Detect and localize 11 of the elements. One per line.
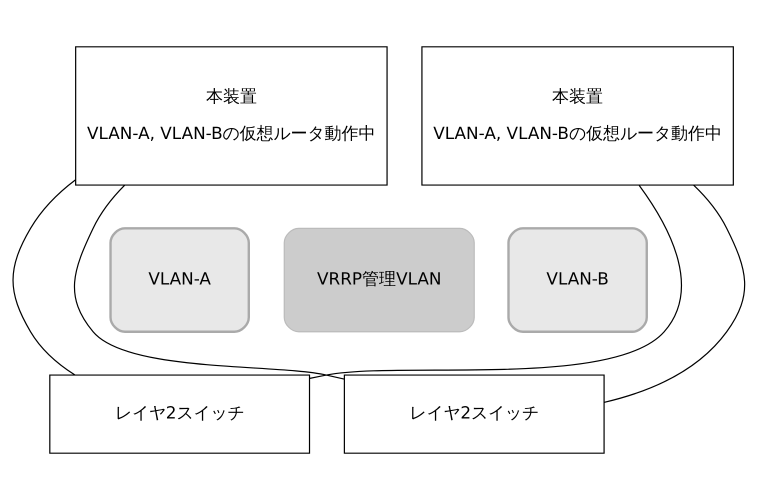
connector: [74, 184, 344, 380]
node-box: 本装置 VLAN-A, VLAN-Bの仮想ルータ動作中: [75, 46, 388, 186]
node-box: VRRP管理VLAN: [284, 227, 475, 332]
node-box: VLAN-A: [109, 226, 250, 332]
connector: [604, 184, 746, 402]
node-box: VLAN-B: [507, 226, 648, 332]
node-box: レイヤ2スイッチ: [49, 374, 310, 454]
connector: [12, 178, 76, 375]
node-box: レイヤ2スイッチ: [344, 374, 605, 454]
connector: [310, 184, 682, 378]
node-box: 本装置 VLAN-A, VLAN-Bの仮想ルータ動作中: [421, 46, 734, 186]
